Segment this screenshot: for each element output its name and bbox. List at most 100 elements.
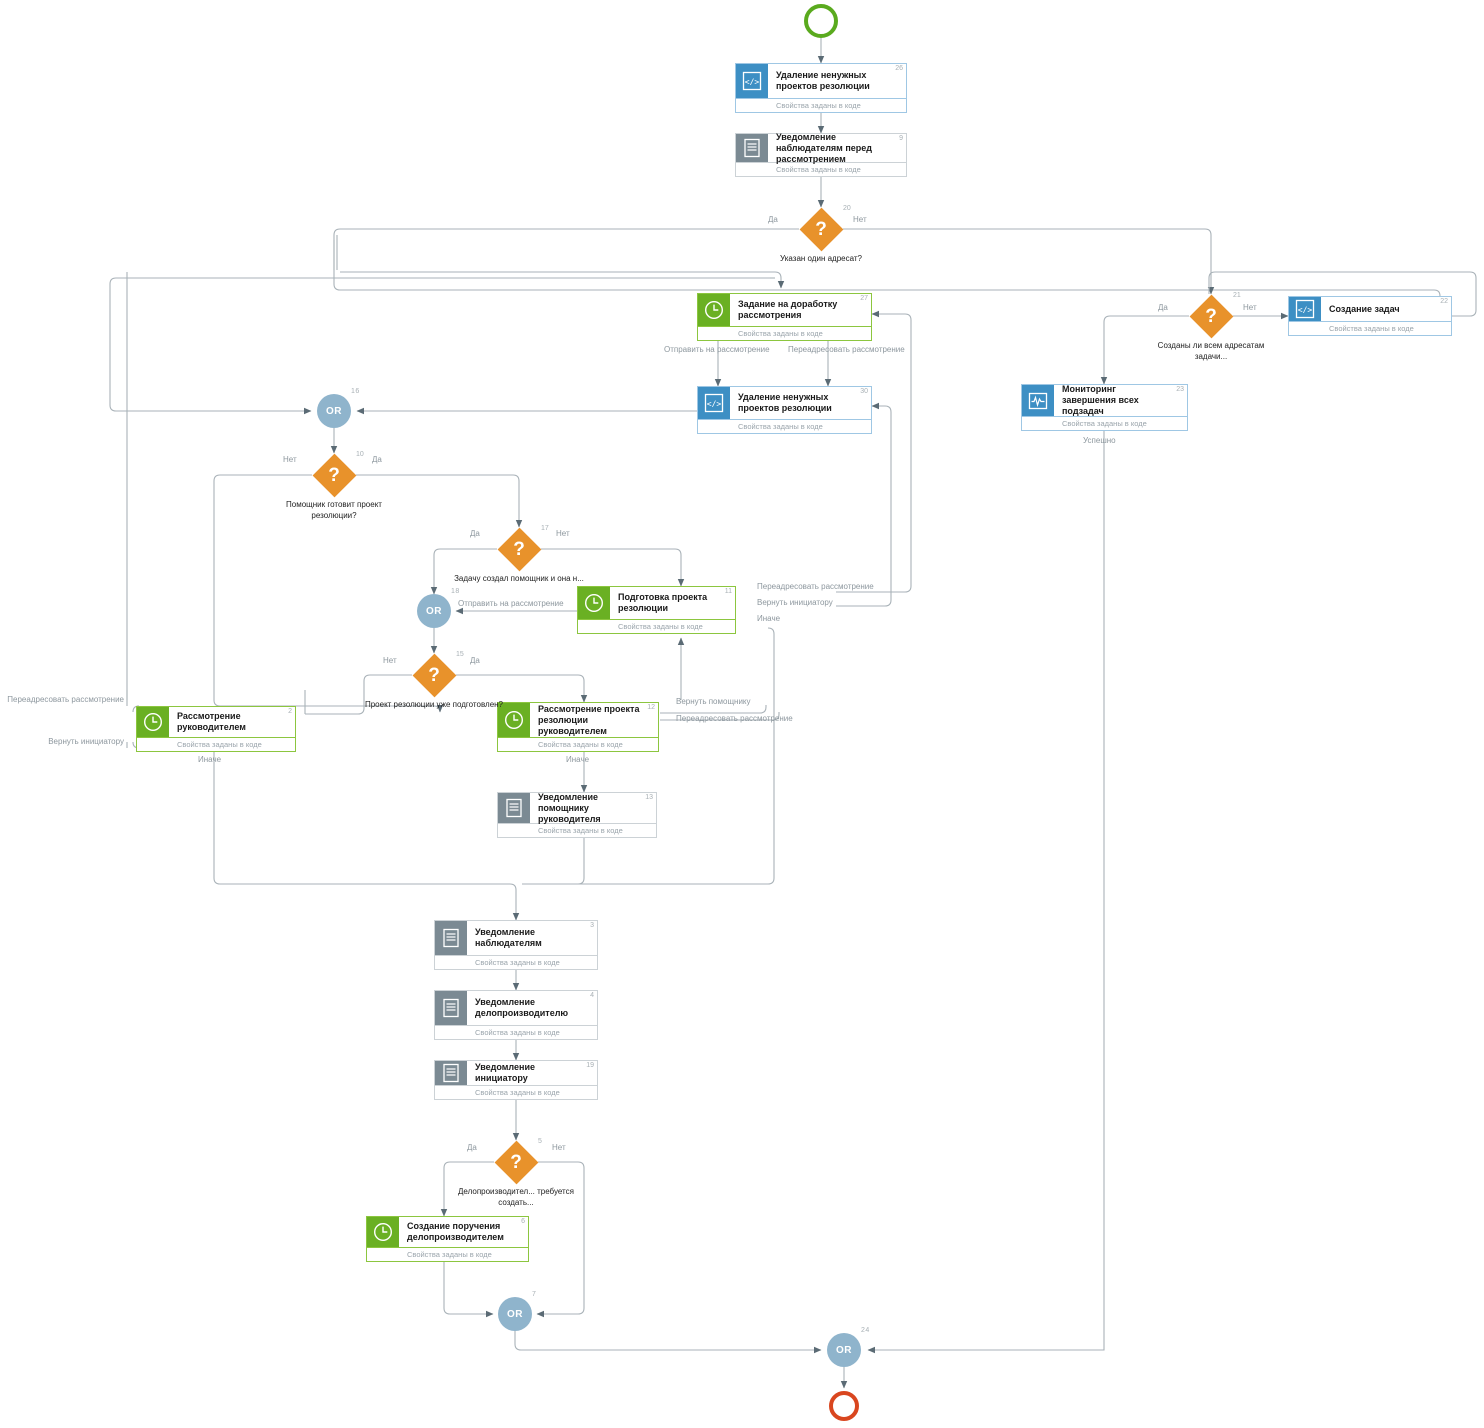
or-gateway-number: 16 bbox=[351, 388, 360, 395]
edge-label-da-g15: Да bbox=[470, 656, 480, 665]
edge-label-otherwise-n2: Иначе bbox=[198, 755, 222, 764]
task-footer: Свойства заданы в коде bbox=[407, 1250, 492, 1259]
gateway-number: 21 bbox=[1233, 292, 1241, 299]
task-number: 23 bbox=[1176, 386, 1184, 393]
task-title: Задание на доработку рассмотрения bbox=[738, 299, 838, 320]
task-number: 13 bbox=[645, 794, 653, 801]
task-footer: Свойства заданы в коде bbox=[776, 101, 861, 110]
task-n19[interactable]: 19 Уведомление инициатору Свойства задан… bbox=[434, 1060, 598, 1100]
task-footer: Свойства заданы в коде bbox=[538, 740, 623, 749]
task-number: 19 bbox=[586, 1062, 594, 1069]
task-n4[interactable]: 4 Уведомление делопроизводителю Свойства… bbox=[434, 990, 598, 1040]
edge-label-net-g20: Нет bbox=[853, 215, 867, 224]
task-number: 3 bbox=[590, 922, 594, 929]
task-footer: Свойства заданы в коде bbox=[776, 165, 861, 174]
task-footer: Свойства заданы в коде bbox=[618, 622, 703, 631]
edge-label-return-assistant-n12: Вернуть помощнику bbox=[676, 697, 751, 706]
or-gateway-7[interactable]: OR 7 bbox=[498, 1291, 536, 1331]
task-title: Мониторинг завершения всех подзадач bbox=[1062, 384, 1139, 416]
edge-label-redirect-review-n11: Переадресовать рассмотрение bbox=[757, 582, 874, 591]
edge-label-net-g17: Нет bbox=[556, 529, 570, 538]
task-number: 26 bbox=[895, 65, 903, 72]
task-n3[interactable]: 3 Уведомление наблюдателям Свойства зада… bbox=[434, 920, 598, 970]
gateway-label: Указан один адресат? bbox=[780, 254, 862, 263]
task-title: Создание поручения делопроизводителем bbox=[407, 1221, 504, 1242]
edge-label-redirect-review-n27: Переадресовать рассмотрение bbox=[788, 345, 905, 354]
gateway-label: Проект резолюции уже подготовлен? bbox=[364, 700, 504, 709]
or-gateway-number: 18 bbox=[451, 588, 460, 595]
document-icon bbox=[435, 921, 467, 955]
or-gateway-16[interactable]: OR 16 bbox=[317, 388, 359, 428]
edge-label-da-g17: Да bbox=[470, 529, 480, 538]
gateway-g21[interactable]: ? 21 Созданы ли всем адресатам задачи... bbox=[1158, 292, 1265, 361]
gateway-label: Созданы ли всем адресатам задачи... bbox=[1157, 341, 1265, 361]
edge-label-send-for-review-n11: Отправить на рассмотрение bbox=[458, 599, 564, 608]
task-title: Уведомление наблюдателям перед рассмотре… bbox=[776, 131, 872, 164]
gateway-g10[interactable]: ? 10 Помощник готовит проект резолюции? bbox=[286, 451, 382, 520]
task-title: Удаление ненужных проектов резолюции bbox=[738, 392, 832, 413]
document-icon bbox=[435, 1061, 467, 1085]
task-footer: Свойства заданы в коде bbox=[738, 329, 823, 338]
task-title: Подготовка проекта резолюции bbox=[618, 592, 708, 613]
gateway-number: 10 bbox=[356, 451, 364, 458]
task-title: Уведомление помощнику руководителя bbox=[538, 791, 601, 824]
gateway-label: Делопроизводител... требуется создать... bbox=[458, 1187, 574, 1207]
edge-label-redirect-review-n2: Переадресовать рассмотрение bbox=[7, 695, 124, 704]
or-gateway-label: OR bbox=[507, 1308, 523, 1320]
gateway-glyph: ? bbox=[815, 218, 827, 240]
edge-label-da-g20: Да bbox=[768, 215, 778, 224]
task-footer: Свойства заданы в коде bbox=[475, 1028, 560, 1037]
or-gateway-24[interactable]: OR 24 bbox=[827, 1327, 869, 1367]
gateway-g20[interactable]: ? 20 Указан один адресат? bbox=[780, 205, 862, 263]
task-n9[interactable]: 9 Уведомление наблюдателям перед рассмот… bbox=[735, 131, 907, 177]
task-title: Уведомление инициатору bbox=[475, 1062, 536, 1083]
gateway-g5[interactable]: ? 5 Делопроизводител... требуется создат… bbox=[458, 1138, 574, 1207]
gateway-number: 17 bbox=[541, 525, 549, 532]
gateway-g15[interactable]: ? 15 Проект резолюции уже подготовлен? bbox=[365, 651, 503, 709]
edge-label-redirect-review-n12: Переадресовать рассмотрение bbox=[676, 714, 793, 723]
or-gateway-18[interactable]: OR 18 bbox=[417, 588, 459, 628]
task-number: 27 bbox=[860, 295, 868, 302]
task-footer: Свойства заданы в коде bbox=[1062, 419, 1147, 428]
or-gateway-number: 7 bbox=[532, 1291, 537, 1298]
clock-icon bbox=[367, 1217, 399, 1247]
task-n11[interactable]: 11 Подготовка проекта резолюции Свойства… bbox=[577, 586, 736, 634]
task-number: 2 bbox=[288, 708, 292, 715]
clock-icon bbox=[698, 294, 730, 326]
end-event bbox=[829, 1391, 859, 1421]
document-icon bbox=[736, 134, 768, 162]
gateway-glyph: ? bbox=[510, 1151, 522, 1173]
task-n12[interactable]: 12 Рассмотрение проекта резолюции руково… bbox=[497, 702, 659, 752]
edge-label-net-g10: Нет bbox=[283, 455, 297, 464]
edge-label-da-g5: Да bbox=[467, 1143, 477, 1152]
document-icon bbox=[498, 793, 530, 823]
gateway-glyph: ? bbox=[328, 464, 340, 486]
task-n13[interactable]: 13 Уведомление помощнику руководителя Св… bbox=[497, 792, 657, 838]
code-icon: </> bbox=[1289, 297, 1321, 321]
task-title: Рассмотрение проекта резолюции руководит… bbox=[538, 703, 640, 736]
task-title: Создание задач bbox=[1329, 303, 1400, 314]
task-number: 4 bbox=[590, 992, 594, 999]
clock-icon bbox=[137, 707, 169, 737]
task-n26[interactable]: </> 26 Удаление ненужных проектов резолю… bbox=[735, 63, 907, 113]
or-gateway-label: OR bbox=[426, 605, 442, 617]
task-footer: Свойства заданы в коде bbox=[177, 740, 262, 749]
task-n30[interactable]: </> 30 Удаление ненужных проектов резолю… bbox=[697, 386, 872, 434]
gateway-g17[interactable]: ? 17 Задачу создал помощник и она н... bbox=[454, 525, 584, 583]
task-n22[interactable]: </> 22 Создание задач Свойства заданы в … bbox=[1288, 296, 1452, 336]
task-footer: Свойства заданы в коде bbox=[475, 958, 560, 967]
task-number: 22 bbox=[1440, 298, 1448, 305]
task-n23[interactable]: 23 Мониторинг завершения всех подзадач С… bbox=[1021, 384, 1188, 431]
task-footer: Свойства заданы в коде bbox=[738, 422, 823, 431]
edge-label-net-g15: Нет bbox=[383, 656, 397, 665]
clock-icon bbox=[578, 587, 610, 619]
task-n27[interactable]: 27 Задание на доработку рассмотрения Сво… bbox=[697, 293, 872, 341]
task-n6[interactable]: 6 Создание поручения делопроизводителем … bbox=[366, 1216, 529, 1262]
edge-label-otherwise-n11: Иначе bbox=[757, 614, 781, 623]
svg-text:</>: </> bbox=[707, 400, 722, 409]
clock-icon bbox=[498, 703, 530, 737]
task-n2[interactable]: 2 Рассмотрение руководителем Свойства за… bbox=[136, 706, 296, 752]
edge-label-return-initiator-n11: Вернуть инициатору bbox=[757, 598, 833, 607]
svg-text:</>: </> bbox=[1298, 306, 1313, 315]
edge-label-success-n23: Успешно bbox=[1083, 436, 1116, 445]
